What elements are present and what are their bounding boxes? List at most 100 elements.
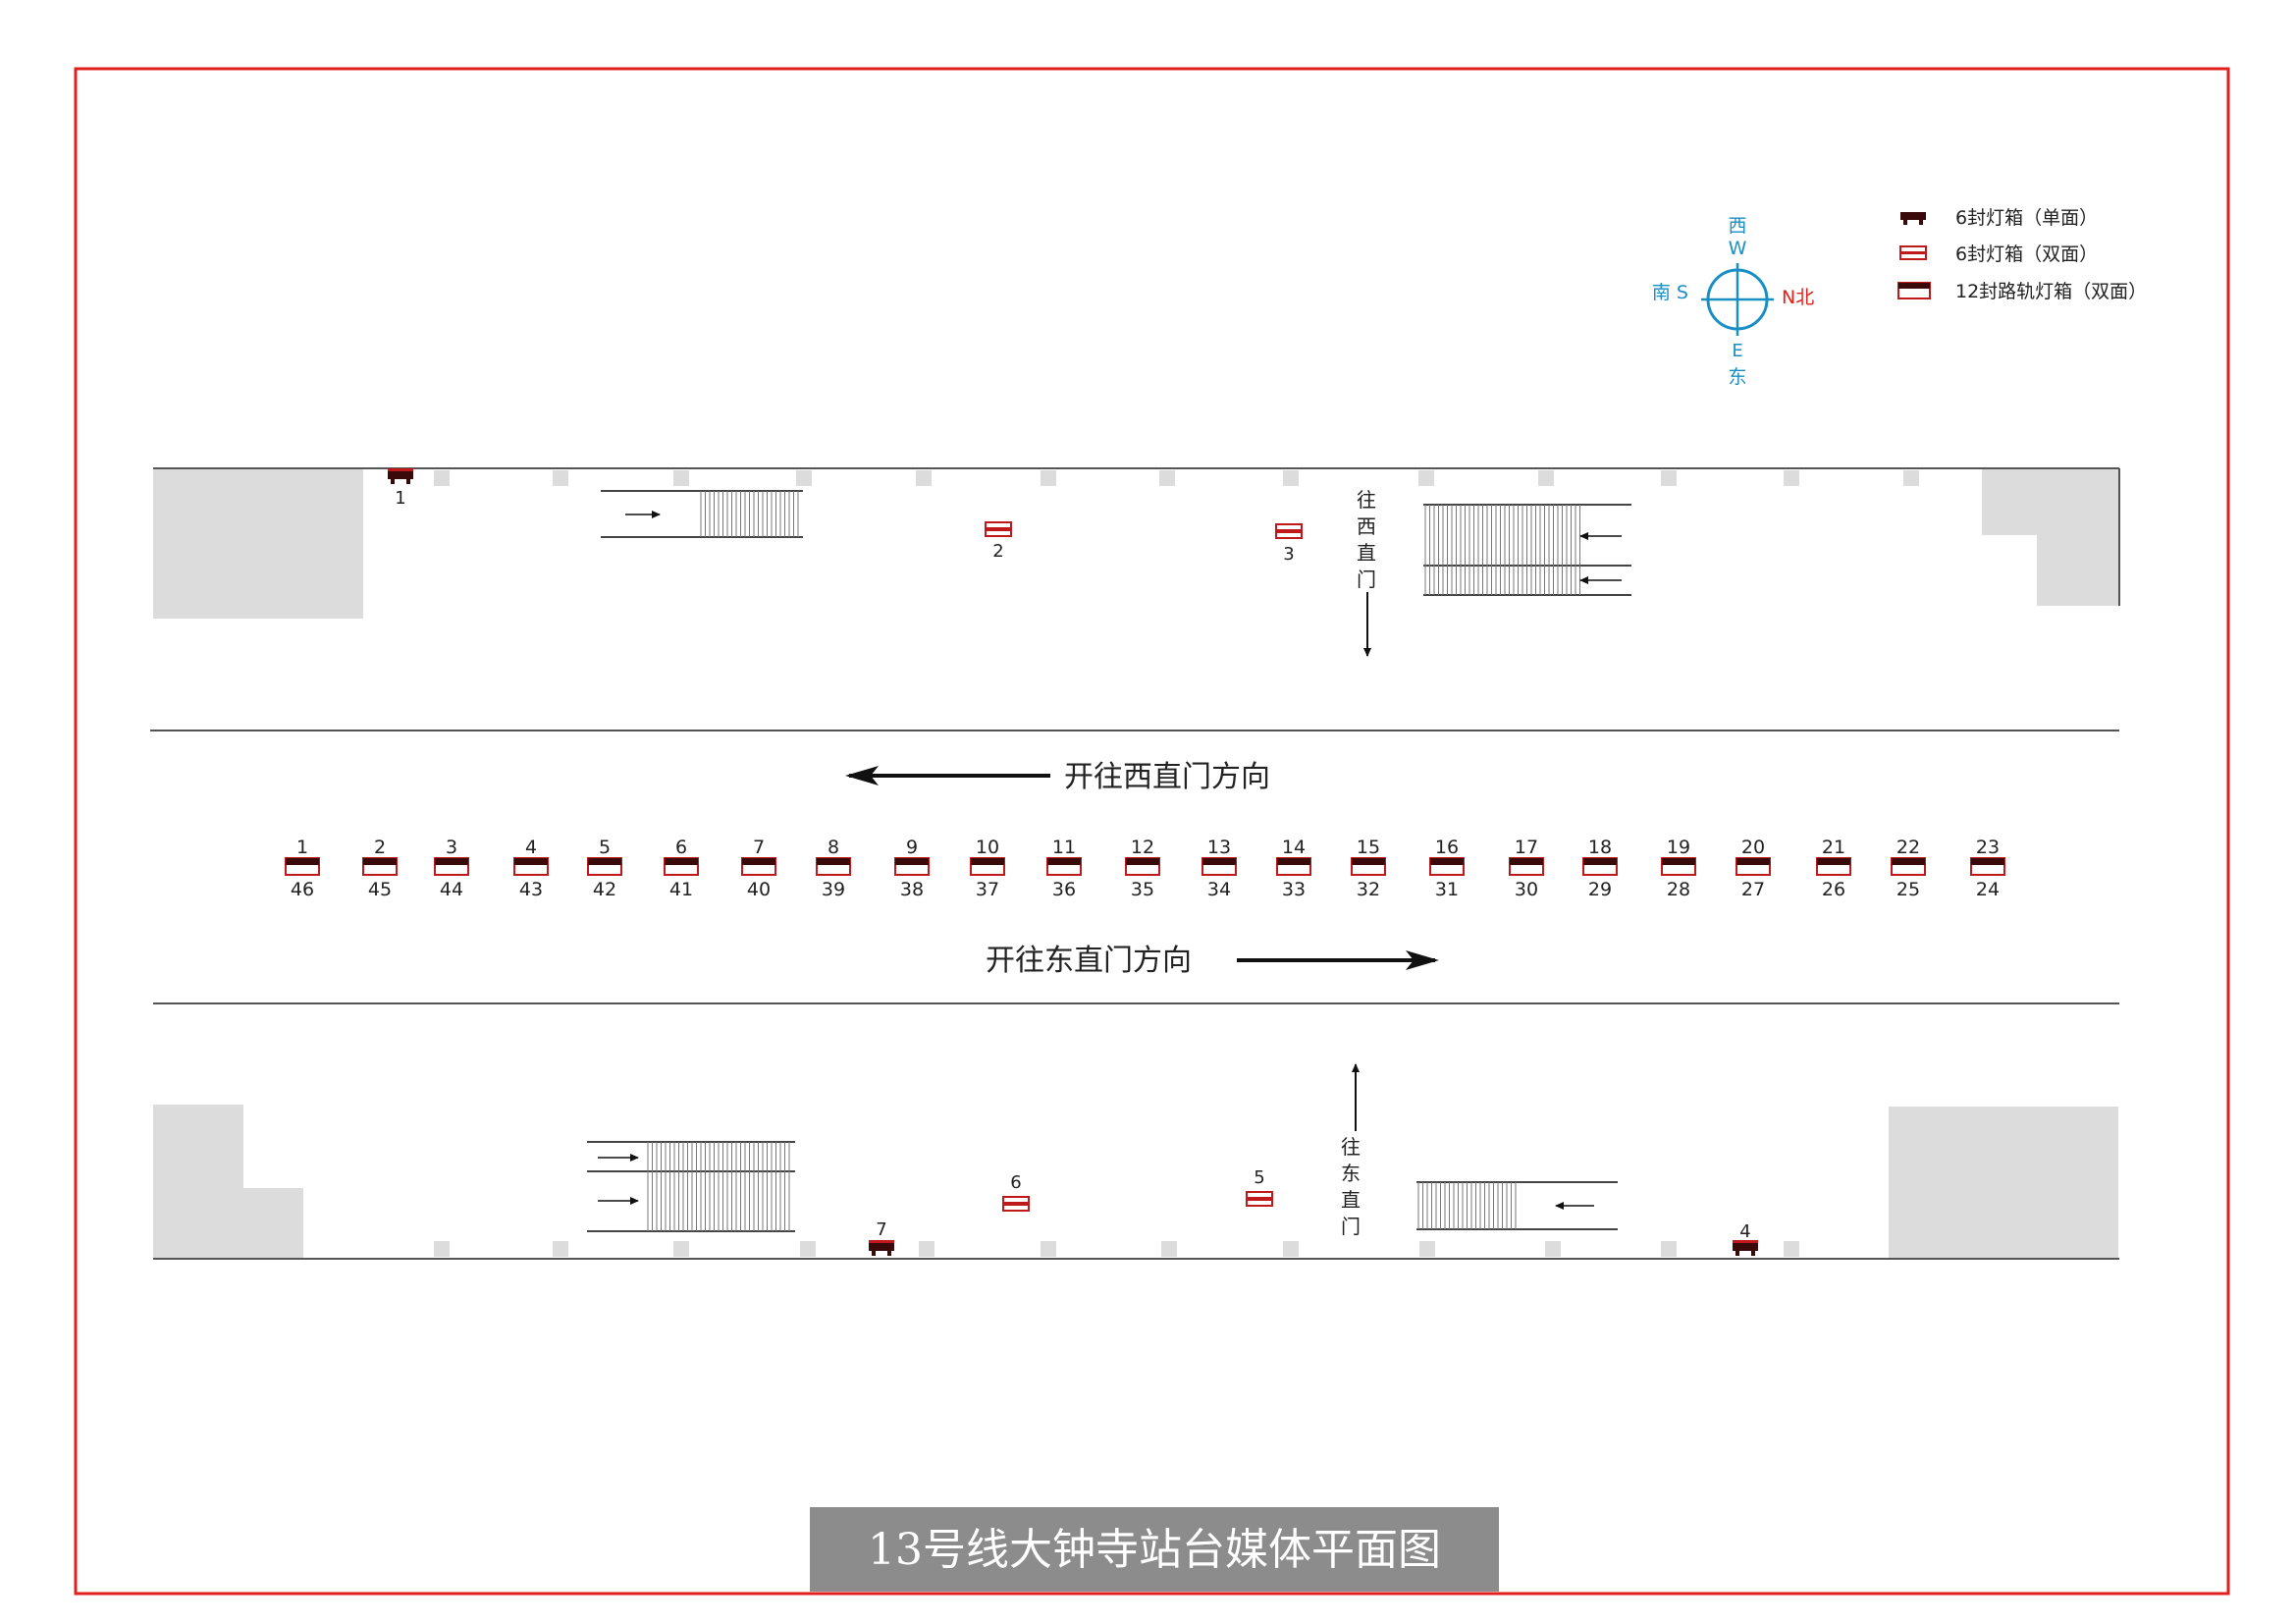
upper-right-room-block — [1982, 469, 2118, 606]
rail-lightbox-top-number: 17 — [1515, 837, 1538, 858]
single-lightbox-body — [869, 1243, 894, 1251]
rail-lightbox-top-number: 16 — [1435, 837, 1459, 858]
compass-north-label: N北 — [1782, 287, 1814, 308]
lower-left-escalator — [587, 1141, 795, 1232]
lightbox-number: 7 — [876, 1219, 886, 1240]
single-lightbox-edge — [388, 468, 413, 471]
rail-lightbox-bottom-number: 32 — [1357, 879, 1380, 900]
rail-lightbox-bottom-number: 26 — [1822, 879, 1845, 900]
lightbox-number: 1 — [395, 488, 405, 509]
rail-lightbox-fill — [1126, 858, 1159, 865]
rail-lightbox-fill — [895, 858, 929, 865]
column — [916, 470, 932, 486]
double-lightbox-core — [1247, 1197, 1272, 1201]
column — [1283, 1241, 1299, 1257]
rail-lightbox-top-number: 4 — [525, 837, 537, 858]
column — [1545, 1241, 1561, 1257]
column — [434, 1241, 450, 1257]
outer-frame — [74, 67, 2230, 1596]
rail-lightbox-top-number: 22 — [1896, 837, 1920, 858]
lower-right-room-block — [1889, 1107, 2118, 1258]
rail-lightbox-top-number: 23 — [1976, 837, 2000, 858]
column — [1418, 470, 1434, 486]
rail-lightbox-fill — [1892, 858, 1925, 865]
rail-lightbox-top-number: 10 — [976, 837, 999, 858]
column — [1419, 1241, 1435, 1257]
rail-lightbox-fill — [1736, 858, 1770, 865]
column — [800, 1241, 816, 1257]
column — [673, 1241, 689, 1257]
upper-right-escalator — [1423, 504, 1631, 596]
rail-lightbox-bottom-number: 34 — [1207, 879, 1231, 900]
compass-east-cn: 东 — [1728, 366, 1746, 388]
lightbox-number: 3 — [1283, 544, 1294, 565]
single-lightbox-leg — [887, 1251, 891, 1256]
rail-lightbox: 11 36 — [1046, 837, 1082, 900]
rail-lightbox: 641 — [664, 837, 699, 900]
rail-lightbox: 344 — [434, 837, 469, 900]
title-background — [810, 1507, 1499, 1592]
column — [1041, 470, 1056, 486]
rail-lightbox-row: 1462453444435426417408399381037113612351… — [285, 837, 2005, 900]
rail-lightbox-fill — [1202, 858, 1236, 865]
compass: 西 W 南 S N北 E 东 — [1652, 215, 1814, 388]
upper-left-escalator — [601, 490, 803, 538]
title-banner: 13号线大钟寺站台媒体平面图 — [810, 1507, 1499, 1592]
rail-lightbox-bottom-number: 43 — [519, 879, 543, 900]
rail-lightbox-fill — [1583, 858, 1617, 865]
upper-vertical-direction-text: 往西直门 — [1357, 488, 1376, 591]
column — [1661, 470, 1677, 486]
rail-lightbox-bottom-number: 40 — [747, 879, 771, 900]
upper-track-direction: 开往西直门方向 — [1064, 760, 1270, 794]
rail-lightbox-bottom-number: 25 — [1896, 879, 1920, 900]
column — [1041, 1241, 1056, 1257]
double-lightbox-core — [1276, 529, 1302, 533]
rail-lightbox: 22 25 — [1891, 837, 1926, 900]
rail-lightbox-bottom-number: 39 — [822, 879, 845, 900]
rail-lightbox-fill — [363, 858, 397, 865]
page-title: 13号线大钟寺站台媒体平面图 — [868, 1525, 1441, 1575]
compass-west-cn: 西 — [1728, 215, 1746, 237]
single-lightbox-leg — [872, 1251, 876, 1256]
column — [1283, 470, 1299, 486]
rail-lightbox-top-number: 14 — [1282, 837, 1306, 858]
legend-single-icon — [1900, 212, 1926, 225]
lower-vertical-direction: 往东直门 — [1341, 1063, 1361, 1238]
single-lightbox-edge — [869, 1240, 894, 1243]
rail-lightbox-fill — [1430, 858, 1464, 865]
legend-rail-icon — [1897, 282, 1931, 299]
compass-east-en: E — [1732, 341, 1742, 361]
lower-platform: 往东直门 — [153, 1002, 2119, 1260]
upper-left-room-block — [153, 469, 363, 619]
lower-right-escalator — [1416, 1181, 1618, 1230]
lower-left-room-block — [153, 1105, 303, 1258]
rail-lightbox-top-number: 11 — [1052, 837, 1076, 858]
rail-lightbox-top-number: 21 — [1822, 837, 1845, 858]
lightbox-number: 5 — [1254, 1167, 1264, 1188]
rail-lightbox-fill — [1971, 858, 2004, 865]
double-lightbox: 6 — [1002, 1172, 1030, 1212]
rail-lightbox-fill — [665, 858, 698, 865]
column — [434, 470, 450, 486]
rail-lightbox-bottom-number: 38 — [900, 879, 924, 900]
lightbox-number: 4 — [1739, 1221, 1750, 1242]
single-lightbox: 4 — [1733, 1221, 1758, 1256]
single-lightbox: 1 — [388, 468, 413, 509]
rail-lightbox-bottom-number: 36 — [1052, 879, 1076, 900]
rail-lightbox: 21 26 — [1816, 837, 1851, 900]
legend-double-label: 6封灯箱（双面） — [1955, 244, 2098, 265]
upper-platform: 往西直门 — [150, 467, 2120, 731]
rail-lightbox-top-number: 1 — [296, 837, 308, 858]
column — [553, 1241, 568, 1257]
column — [796, 470, 812, 486]
rail-lightbox-fill — [742, 858, 775, 865]
